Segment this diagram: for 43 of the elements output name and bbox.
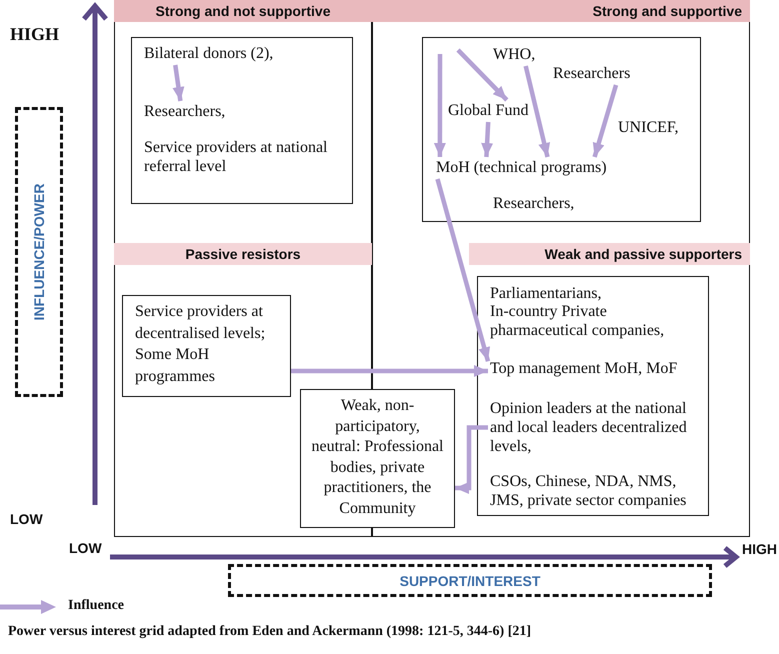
stakeholder-text: In-country Private pharmaceutical companies, xyxy=(490,302,666,340)
influence-arrow xyxy=(434,54,446,157)
influence-arrow xyxy=(481,122,494,158)
quadrant-heading: Strong and supportive xyxy=(372,0,750,22)
stakeholder-text: Service providers at decentralised levels; Some MoH programmes xyxy=(135,302,266,386)
stakeholder-box xyxy=(122,295,291,397)
stakeholder-label: Top management MoH, MoF xyxy=(488,358,680,380)
stakeholder-label: Global Fund xyxy=(446,100,530,122)
stakeholder-label: Opinion leaders at the national and local leaders decentralized levels, xyxy=(488,397,704,458)
stakeholder-label: Researchers xyxy=(551,63,632,85)
axis-level-label: LOW xyxy=(69,540,102,556)
stakeholder-text: Service providers at national referral level xyxy=(144,138,328,176)
stakeholder-label: Bilateral donors (2), xyxy=(142,43,276,65)
axis-level-label: LOW xyxy=(10,511,43,527)
stakeholder-box xyxy=(131,37,353,204)
stakeholder-text: CSOs, Chinese, NDA, NMS, JMS, private sector companies xyxy=(490,472,688,510)
axis-level-label: HIGH xyxy=(742,541,777,557)
figure-caption: Power versus interest grid adapted from Eden and Ackermann (1998: 121-5, 344-6) [21] xyxy=(8,624,532,640)
axis-title: INFLUENCE/POWER xyxy=(31,184,47,320)
stakeholder-text: UNICEF, xyxy=(618,118,678,137)
quadrant-heading: Strong and not supportive xyxy=(114,0,372,22)
axis-title-frame xyxy=(15,107,63,397)
influence-arrow xyxy=(592,84,618,158)
stakeholder-text: Parliamentarians, xyxy=(490,284,602,303)
stakeholder-label: Researchers, xyxy=(142,101,228,123)
quadrant-heading: Passive resistors xyxy=(114,243,372,265)
stakeholder-label: MoH (technical programs) xyxy=(434,157,609,179)
legend-label: Influence xyxy=(68,598,124,614)
influence-arrow xyxy=(455,425,488,494)
influence-arrow xyxy=(524,65,550,158)
influence-arrow xyxy=(456,48,508,102)
quadrant-heading: Weak and passive supporters xyxy=(469,243,750,265)
influence-arrow xyxy=(291,365,488,377)
axis-title-frame xyxy=(228,564,712,597)
stakeholder-label: WHO, xyxy=(491,44,538,66)
stakeholder-text: Weak, non-participatory, neutral: Professional bodies, private practitioners, the Community xyxy=(310,396,444,518)
stakeholder-box xyxy=(422,37,701,222)
axis-level-label: HIGH xyxy=(10,24,60,45)
stakeholder-box xyxy=(300,389,455,528)
influence-arrow xyxy=(172,64,184,102)
stakeholder-text: Researchers, xyxy=(493,194,574,213)
stakeholder-box xyxy=(477,276,709,516)
axis-title: SUPPORT/INTEREST xyxy=(400,572,540,588)
